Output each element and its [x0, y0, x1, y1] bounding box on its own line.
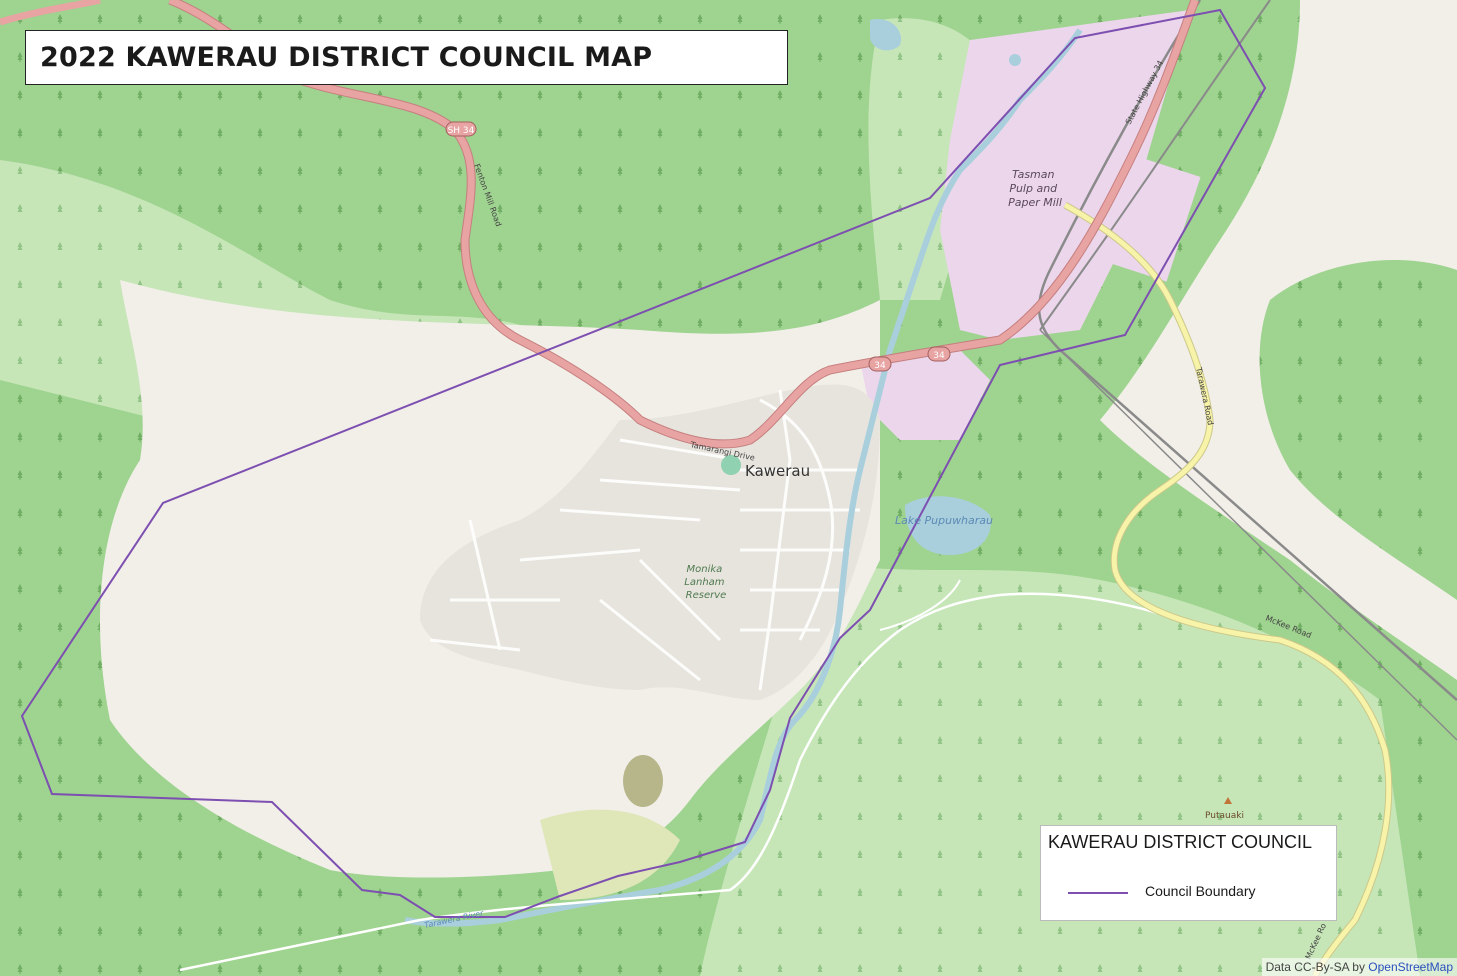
map-title: 2022 KAWERAU DISTRICT COUNCIL MAP [40, 42, 653, 73]
peak-icon [1224, 797, 1232, 804]
attribution-link[interactable]: OpenStreetMap [1368, 960, 1453, 974]
map-attribution: Data CC-By-SA by OpenStreetMap [1261, 958, 1457, 976]
residential-area [420, 384, 880, 700]
railway [1039, 0, 1271, 331]
industrial-area [940, 10, 1190, 340]
svg-text:SH 34: SH 34 [448, 126, 475, 136]
peak-label: Putauaki [1205, 811, 1244, 821]
pond [870, 19, 901, 51]
svg-text:34: 34 [874, 361, 886, 371]
map-title-box: 2022 KAWERAU DISTRICT COUNCIL MAP [25, 30, 788, 85]
minor-road [179, 592, 1181, 972]
council-boundary[interactable] [20, 8, 1267, 918]
state-highway-34 [0, 0, 101, 26]
lake [905, 496, 991, 555]
street-network [429, 389, 860, 691]
town-park [721, 455, 741, 475]
legend-boundary-label: Council Boundary [1145, 883, 1256, 899]
sh34-shield: SH 34 [445, 121, 477, 137]
scrub-area [540, 809, 680, 900]
route-34-shield: 34 [868, 356, 892, 372]
forest-patch [0, 514, 93, 770]
pond [1009, 54, 1021, 66]
minor-road [879, 579, 961, 631]
mill-label: Tasman Pulp and Paper Mill [1008, 168, 1062, 209]
open-land [1300, 0, 1457, 240]
legend-boundary-swatch [1068, 892, 1128, 894]
lake-label: Lake Pupuwharau [895, 514, 993, 527]
legend-title: KAWERAU DISTRICT COUNCIL [1048, 832, 1313, 852]
river [404, 28, 1083, 927]
legend-box: KAWERAU DISTRICT COUNCIL Council Boundar… [1040, 825, 1337, 921]
railway [1039, 329, 1457, 741]
route-34-shield: 34 [927, 346, 951, 362]
industrial-area [860, 350, 990, 440]
svg-text:34: 34 [933, 351, 945, 361]
tarawera-road [1063, 202, 1392, 976]
quarry-area [623, 755, 663, 807]
town-label: Kawerau [745, 462, 810, 480]
forest-patch [1259, 260, 1457, 600]
state-highway-34 [168, 0, 1199, 448]
reserve-label: Monika Lanham Reserve [684, 564, 727, 601]
railway [1037, 0, 1457, 701]
attribution-text: Data CC-By-SA by [1265, 960, 1369, 974]
